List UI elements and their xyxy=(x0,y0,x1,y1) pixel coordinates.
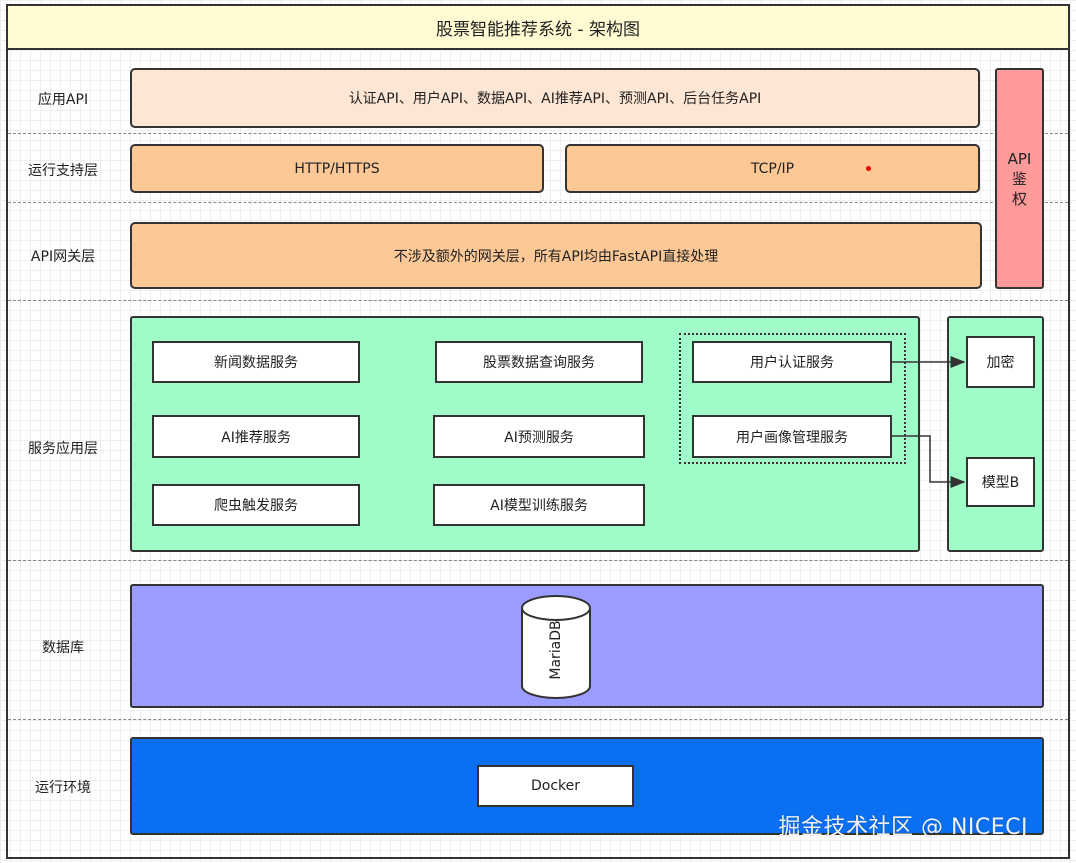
separator xyxy=(8,202,1068,203)
separator xyxy=(8,133,1068,134)
layer-label-runtime-env: 运行环境 xyxy=(35,780,91,796)
database-cylinder-icon xyxy=(521,595,591,699)
gateway-box: 不涉及额外的网关层，所有API均由FastAPI直接处理 xyxy=(130,222,982,289)
docker-box: Docker xyxy=(477,765,634,807)
crawler-service: 爬虫触发服务 xyxy=(152,484,360,526)
model-b-box: 模型B xyxy=(966,457,1035,507)
database-label: MariaDB xyxy=(548,620,564,680)
separator xyxy=(8,560,1068,561)
diagram-title: 股票智能推荐系统 - 架构图 xyxy=(6,4,1070,50)
encrypt-box: 加密 xyxy=(966,336,1035,388)
news-service: 新闻数据服务 xyxy=(152,341,360,383)
layer-label-database: 数据库 xyxy=(42,640,84,656)
layer-label-api-gateway: API网关层 xyxy=(30,249,96,265)
separator xyxy=(8,719,1068,720)
api-auth-box: API 鉴 权 xyxy=(995,68,1044,289)
ai-predict-service: AI预测服务 xyxy=(433,415,645,458)
user-auth-service: 用户认证服务 xyxy=(692,341,892,383)
separator xyxy=(8,300,1068,301)
app-api-box: 认证API、用户API、数据API、AI推荐API、预测API、后台任务API xyxy=(130,68,980,128)
stock-query-service: 股票数据查询服务 xyxy=(435,341,643,383)
tcp-ip-box: TCP/IP xyxy=(565,144,980,193)
red-dot-marker xyxy=(866,166,871,171)
layer-label-runtime-support: 运行支持层 xyxy=(28,163,98,179)
ai-training-service: AI模型训练服务 xyxy=(433,484,645,526)
user-service-group xyxy=(679,333,906,464)
watermark: 掘金技术社区 @ NICECJ xyxy=(778,815,1028,840)
user-profile-service: 用户画像管理服务 xyxy=(692,415,892,458)
layer-label-service-app: 服务应用层 xyxy=(28,441,98,457)
ai-recommend-service: AI推荐服务 xyxy=(152,415,360,458)
layer-label-app-api: 应用API xyxy=(37,92,89,108)
http-box: HTTP/HTTPS xyxy=(130,144,544,193)
